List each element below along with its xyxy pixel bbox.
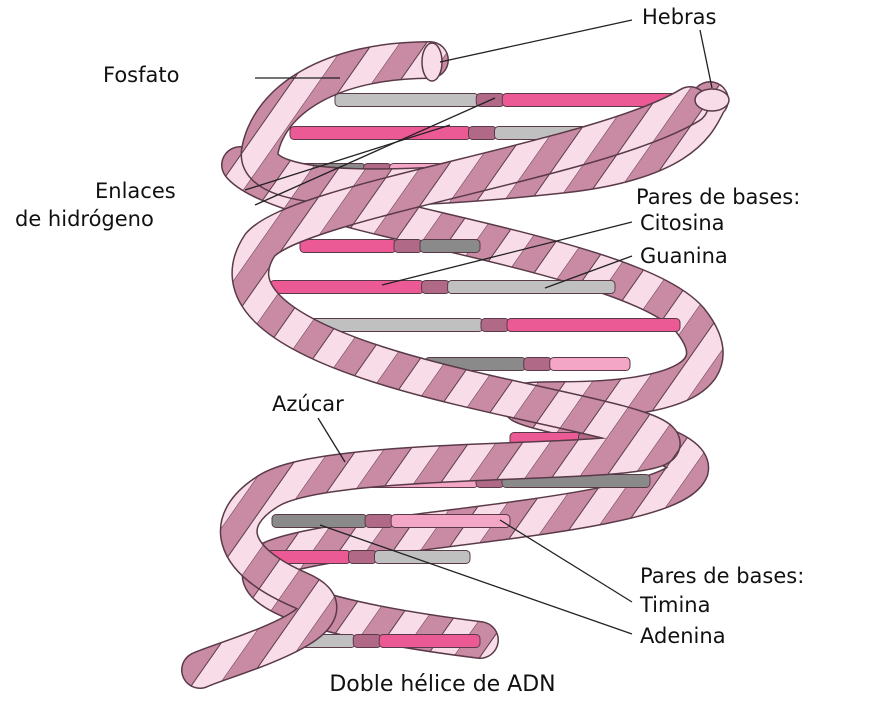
label-guanina: Guanina	[640, 243, 728, 269]
label-timina: Timina	[640, 592, 711, 618]
base-citosina-3	[300, 240, 396, 253]
base-guanina-4	[448, 281, 615, 294]
base-citosina-1	[290, 127, 471, 140]
hydrogen-bond-4	[422, 281, 450, 294]
hydrogen-bond-3	[394, 240, 422, 253]
hydrogen-bond-10	[349, 551, 377, 564]
diagram-caption: Doble hélice de ADN	[0, 672, 885, 697]
hydrogen-bond-1	[469, 127, 497, 140]
hydrogen-bond-5	[481, 319, 509, 332]
label-adenina: Adenina	[640, 623, 726, 649]
hydrogen-bond-6	[524, 358, 552, 371]
base-timina-6	[550, 358, 630, 371]
base-citosina-4	[270, 281, 424, 294]
label-citosina: Citosina	[640, 210, 725, 236]
hydrogen-bond-11	[353, 635, 381, 648]
label-pares-bottom: Pares de bases:	[640, 563, 804, 589]
leader-timina	[500, 520, 632, 602]
strand-end-cap	[695, 89, 729, 111]
leader-hebras-1	[440, 20, 632, 62]
base-citosina-11	[379, 635, 480, 648]
base-guanina-0	[335, 94, 478, 107]
base-adenina-9	[272, 515, 367, 528]
base-citosina-5	[507, 319, 680, 332]
label-hebras: Hebras	[642, 4, 716, 30]
base-guanina-10	[375, 551, 471, 564]
label-enlaces-line1: Enlaces	[95, 178, 176, 204]
label-pares-top: Pares de bases:	[636, 184, 800, 210]
base-timina-9	[391, 515, 510, 528]
leader-hebras-2	[700, 30, 712, 88]
label-azucar: Azúcar	[272, 391, 344, 417]
label-enlaces-line2: de hidrógeno	[15, 206, 154, 232]
base-adenina-3	[420, 240, 480, 253]
hydrogen-bond-9	[365, 515, 393, 528]
label-fosfato: Fosfato	[103, 62, 179, 88]
strand-end-cap	[422, 43, 442, 81]
